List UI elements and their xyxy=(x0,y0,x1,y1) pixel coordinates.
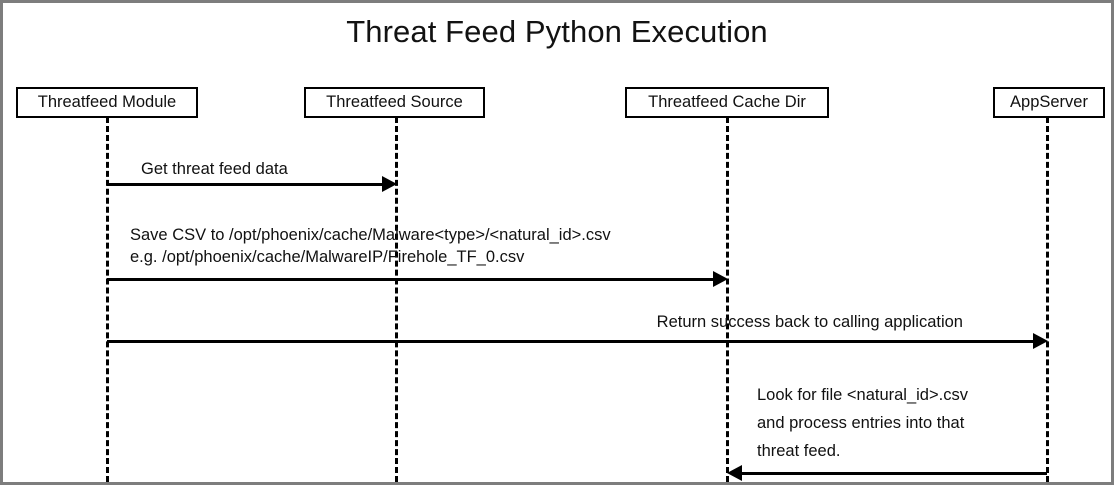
arrow-head-icon-return-success xyxy=(1033,333,1048,349)
participant-threatfeed-cache-dir[interactable]: Threatfeed Cache Dir xyxy=(625,87,829,118)
arrow-head-icon-look-for-file xyxy=(727,465,742,481)
message-label-save-csv-line-1: Save CSV to /opt/phoenix/cache/Malware<t… xyxy=(130,226,611,244)
arrow-head-icon-save-csv xyxy=(713,271,728,287)
message-line-look-for-file xyxy=(742,472,1047,475)
lifeline-threatfeed-source xyxy=(395,117,398,482)
message-label-look-for-file-line-2: and process entries into that xyxy=(757,414,965,432)
arrow-head-icon-get-threat-feed-data xyxy=(382,176,397,192)
participant-threatfeed-source[interactable]: Threatfeed Source xyxy=(304,87,485,118)
lifeline-threatfeed-module xyxy=(106,117,109,482)
participant-threatfeed-module[interactable]: Threatfeed Module xyxy=(16,87,198,118)
message-label-look-for-file-line-1: Look for file <natural_id>.csv xyxy=(757,386,968,404)
lifeline-appserver xyxy=(1046,117,1049,482)
lifeline-threatfeed-cache-dir xyxy=(726,117,729,482)
diagram-inner-area: Threat Feed Python Execution Threatfeed … xyxy=(3,3,1111,482)
message-line-return-success xyxy=(107,340,1033,343)
message-label-get-threat-feed-data: Get threat feed data xyxy=(141,160,288,178)
message-line-get-threat-feed-data xyxy=(107,183,382,186)
participant-appserver[interactable]: AppServer xyxy=(993,87,1105,118)
message-label-look-for-file-line-3: threat feed. xyxy=(757,442,841,460)
page-title: Threat Feed Python Execution xyxy=(346,14,768,49)
message-label-return-success: Return success back to calling applicati… xyxy=(656,313,963,331)
message-label-save-csv-line-2: e.g. /opt/phoenix/cache/MalwareIP/Fireho… xyxy=(130,248,525,266)
message-line-save-csv xyxy=(107,278,713,281)
